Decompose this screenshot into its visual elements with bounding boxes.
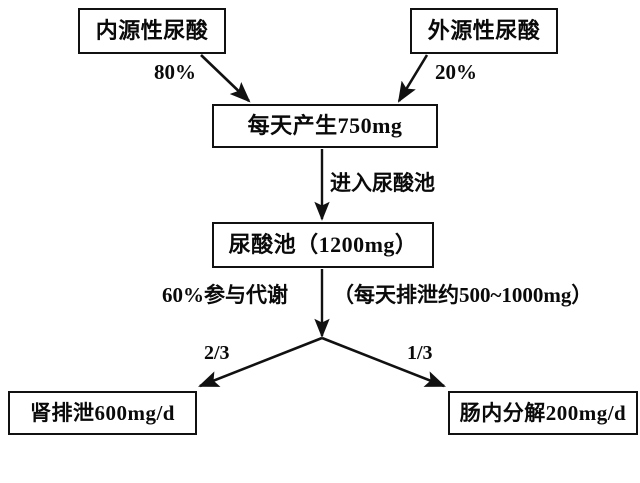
node-exogenous-uric-acid: 外源性尿酸 xyxy=(410,8,558,54)
node-urate-pool: 尿酸池（1200mg） xyxy=(212,222,434,268)
arrow-exogenous-to-production xyxy=(397,54,429,103)
edge-label-endogenous-share: 80% xyxy=(154,60,196,84)
arrow-junction-to-renal xyxy=(198,336,323,388)
node-renal-excretion: 肾排泄600mg/d xyxy=(8,391,197,435)
node-endogenous-uric-acid: 内源性尿酸 xyxy=(78,8,226,54)
edge-label-intestinal-fraction: 1/3 xyxy=(407,342,433,364)
edge-label-exogenous-share: 20% xyxy=(435,60,477,84)
edge-label-metabolism: 60%参与代谢 xyxy=(162,283,288,307)
edge-label-daily-excretion: （每天排泄约500~1000mg） xyxy=(333,283,593,307)
node-intestinal-breakdown: 肠内分解200mg/d xyxy=(448,391,638,435)
edge-label-enter-pool: 进入尿酸池 xyxy=(330,171,435,195)
node-daily-production: 每天产生750mg xyxy=(212,104,438,148)
arrow-junction-to-intestinal xyxy=(321,336,446,388)
edge-label-renal-fraction: 2/3 xyxy=(204,342,230,364)
arrow-endogenous-to-production xyxy=(200,54,251,103)
